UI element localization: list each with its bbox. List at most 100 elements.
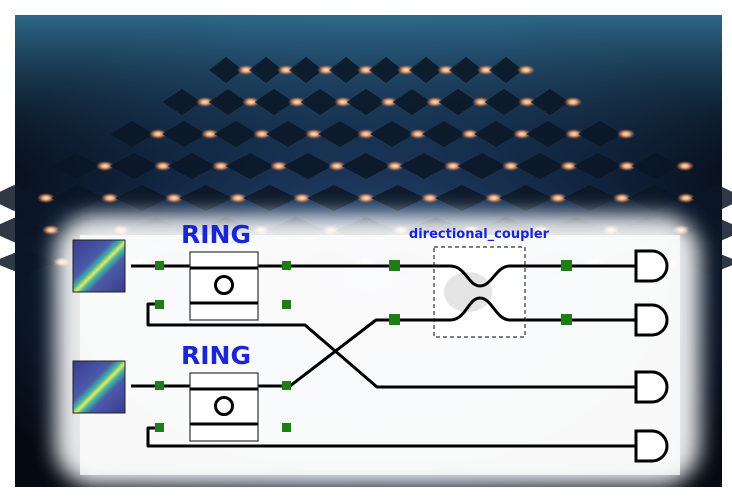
ring-top-label: RING: [181, 220, 251, 249]
grid-cell: [686, 217, 732, 243]
ring-resonator-icon: [214, 275, 234, 295]
grid-node-glow: [617, 129, 635, 139]
grid-node-glow: [618, 161, 636, 171]
grid-node-glow: [334, 97, 352, 107]
grid-cell: [484, 89, 524, 115]
photodetector-d-icon[interactable]: [634, 429, 669, 463]
grid-cell: [499, 185, 553, 211]
grid-cell: [422, 121, 466, 147]
grid-cell: [109, 153, 159, 179]
grid-cell: [530, 89, 570, 115]
grid-node-glow: [421, 193, 439, 203]
grid-node-glow: [426, 97, 444, 107]
grid-node-glow: [518, 97, 536, 107]
port-markers: [155, 260, 572, 432]
grid-cell: [179, 185, 233, 211]
grid-cell: [254, 89, 294, 115]
port-marker: [155, 423, 164, 432]
grid-node-glow: [101, 193, 119, 203]
grid-node-glow: [42, 225, 60, 235]
grid-node-glow: [461, 129, 479, 139]
grid-node-glow: [357, 65, 375, 75]
grid-cell: [329, 57, 363, 83]
grid-node-glow: [305, 129, 323, 139]
grid-cell: [627, 185, 681, 211]
grid-node-glow: [357, 193, 375, 203]
coupler-shadow: [444, 272, 492, 312]
port-marker: [155, 300, 164, 309]
grid-cell: [371, 185, 425, 211]
grid-cell: [110, 121, 154, 147]
grid-node-glow: [560, 161, 578, 171]
port-marker: [389, 260, 400, 271]
grid-cell: [435, 185, 489, 211]
grid-cell: [51, 185, 105, 211]
grid-node-glow: [165, 193, 183, 203]
source-bottom[interactable]: [72, 360, 126, 414]
grid-cell: [409, 57, 443, 83]
grid-cell: [289, 57, 323, 83]
grid-cell: [578, 121, 622, 147]
grid-cell: [399, 153, 449, 179]
grid-node-glow: [96, 161, 114, 171]
grid-cell: [676, 249, 732, 275]
grid-node-glow: [201, 129, 219, 139]
ring-bottom-label: RING: [181, 341, 251, 370]
coupler-upper-arm: [434, 264, 525, 288]
grid-cell: [449, 57, 483, 83]
grid-node-glow: [409, 129, 427, 139]
grid-cell: [243, 185, 297, 211]
ring-resonator-top[interactable]: [189, 251, 259, 321]
grid-node-glow: [212, 161, 230, 171]
grid-node-glow: [444, 161, 462, 171]
grid-cell: [438, 89, 478, 115]
grid-cell: [489, 57, 523, 83]
port-marker: [282, 381, 291, 390]
grid-node-glow: [277, 65, 295, 75]
grid-cell: [631, 153, 681, 179]
grid-node-glow: [513, 129, 531, 139]
grid-node-glow: [517, 65, 535, 75]
grid-node-glow: [196, 97, 214, 107]
ring-resonator-bottom[interactable]: [189, 372, 259, 442]
port-marker: [282, 300, 291, 309]
grid-node-glow: [270, 161, 288, 171]
photodetector-d-icon[interactable]: [634, 249, 669, 283]
grid-node-glow: [502, 161, 520, 171]
grid-node-glow: [613, 193, 631, 203]
grid-node-glow: [549, 193, 567, 203]
photodetector-d-icon[interactable]: [634, 303, 669, 337]
grid-cell: [51, 153, 101, 179]
grid-cell: [691, 185, 732, 211]
grid-node-glow: [37, 193, 55, 203]
grid-cell: [573, 153, 623, 179]
grid-node-glow: [154, 161, 172, 171]
grid-node-glow: [564, 97, 582, 107]
grid-cell: [515, 153, 565, 179]
grid-node-glow: [677, 193, 695, 203]
port-marker: [282, 261, 291, 270]
grid-cell: [283, 153, 333, 179]
grid-node-glow: [397, 65, 415, 75]
port-marker: [561, 260, 572, 271]
grid-cell: [162, 89, 202, 115]
grid-node-glow: [472, 97, 490, 107]
grid-cell: [300, 89, 340, 115]
directional-coupler[interactable]: [433, 246, 526, 338]
grid-node-glow: [242, 97, 260, 107]
grid-node-glow: [676, 161, 694, 171]
photodetector-d-icon[interactable]: [634, 370, 669, 404]
grid-cell: [0, 185, 41, 211]
grid-cell: [225, 153, 275, 179]
grid-node-glow: [477, 65, 495, 75]
grid-node-glow: [386, 161, 404, 171]
detectors: [634, 249, 669, 463]
grid-node-glow: [485, 193, 503, 203]
source-top[interactable]: [72, 239, 126, 293]
grid-cell: [0, 249, 56, 275]
grid-cell: [266, 121, 310, 147]
ring-resonator-icon: [214, 396, 234, 416]
grid-node-glow: [565, 129, 583, 139]
